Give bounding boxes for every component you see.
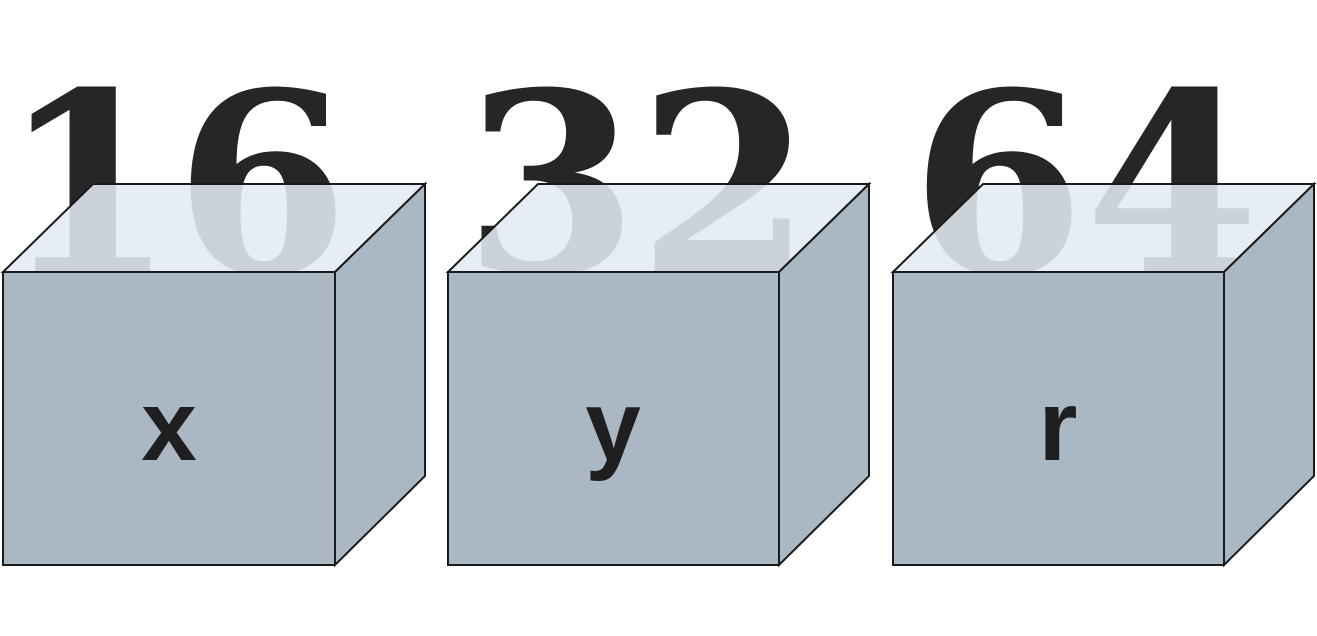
variable-box-r: 64 r	[890, 37, 1317, 568]
box-x-front-face	[2, 271, 336, 566]
variable-box-x: 16 x	[0, 37, 428, 568]
box-r-label: r	[1039, 370, 1078, 482]
box-y-front-face	[447, 271, 780, 566]
box-r-front-face	[892, 271, 1225, 566]
variable-box-y: 32 y	[445, 37, 872, 568]
box-x-label: x	[141, 370, 197, 482]
box-y-label: y	[585, 370, 641, 482]
